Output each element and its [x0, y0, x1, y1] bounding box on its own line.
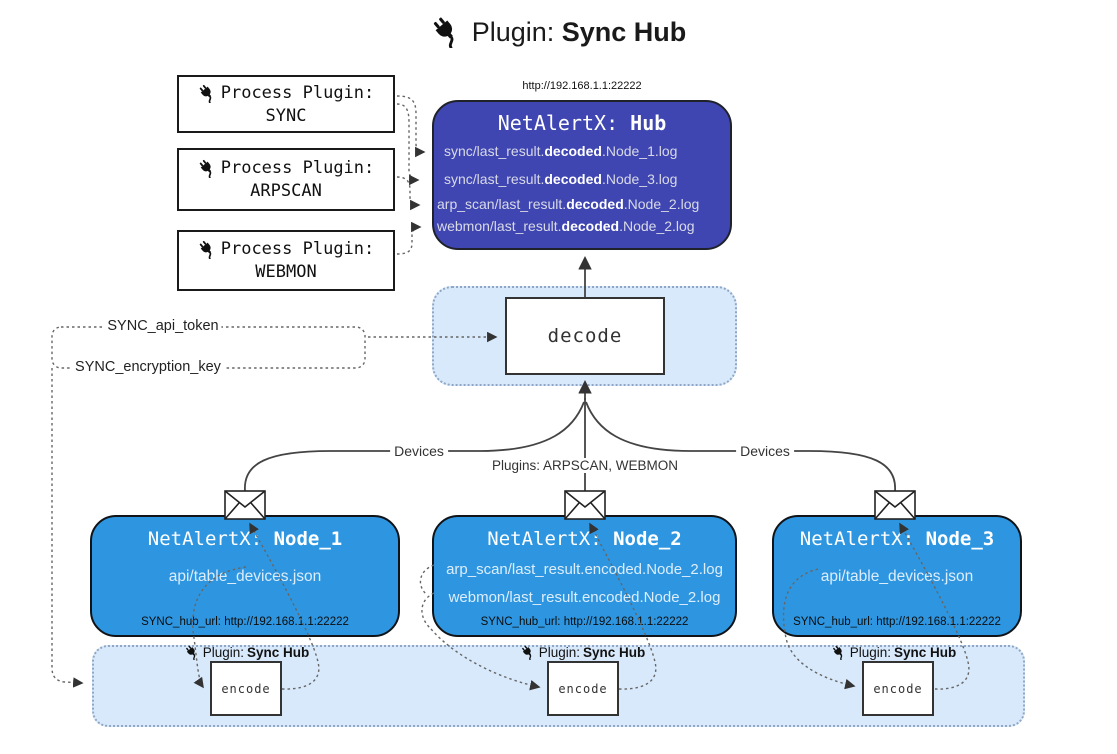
process-plugin-label: Process Plugin: — [220, 239, 375, 259]
hub-log-line: sync/last_result.decoded.Node_3.log — [444, 171, 678, 187]
encode-box-1: encode — [210, 661, 282, 716]
node-3-hub-url: SYNC_hub_url: http://192.168.1.1:22222 — [793, 616, 1001, 628]
electric-plug-icon — [198, 84, 217, 103]
hub-log-line: webmon/last_result.decoded.Node_2.log — [437, 218, 695, 234]
electric-plug-icon — [832, 645, 847, 660]
node-2-hub-url: SYNC_hub_url: http://192.168.1.1:22222 — [480, 616, 689, 628]
page-title: Plugin: Sync Hub — [0, 16, 1117, 48]
edge-label-devices-right: Devices — [736, 443, 794, 459]
process-plugin-name: WEBMON — [255, 262, 317, 282]
electric-plug-icon — [198, 240, 217, 259]
process-plugin-label: Process Plugin: — [220, 83, 375, 103]
node-3-title: NetAlertX: Node_3 — [799, 528, 995, 550]
process-plugin-name: SYNC — [265, 106, 307, 126]
wire-arpscan-to-log3 — [396, 176, 421, 211]
node-1-title: NetAlertX: Node_1 — [147, 528, 343, 550]
electric-plug-icon — [521, 645, 536, 660]
encode-box-2: encode — [547, 661, 619, 716]
process-plugin-arpscan: Process Plugin: ARPSCAN — [177, 148, 395, 211]
encoder-plugin-label-3: Plugin: Sync Hub — [832, 645, 956, 660]
node-2-file: arp_scan/last_result.encoded.Node_2.log — [446, 561, 723, 578]
hub-title: NetAlertX: Hub — [432, 111, 732, 135]
hub-log-line: sync/last_result.decoded.Node_1.log — [444, 143, 678, 159]
hub-title-name: Hub — [630, 111, 667, 135]
title-prefix: Plugin: — [471, 16, 555, 47]
wire-webmon-to-log4 — [396, 221, 422, 255]
encode-box-3: encode — [862, 661, 934, 716]
edge-label-devices-left: Devices — [390, 443, 448, 459]
electric-plug-icon — [198, 159, 217, 178]
wire-sync-to-log1 — [396, 95, 426, 158]
config-api-token-label: SYNC_api_token — [104, 318, 222, 334]
wire-sync-to-log2 — [396, 103, 420, 186]
encoder-plugin-label-1: Plugin: Sync Hub — [185, 645, 309, 660]
hub-box — [432, 100, 732, 250]
electric-plug-icon — [431, 16, 463, 48]
decode-box: decode — [505, 297, 665, 375]
encoder-plugin-label-2: Plugin: Sync Hub — [521, 645, 645, 660]
node-1-hub-url: SYNC_hub_url: http://192.168.1.1:22222 — [141, 616, 349, 628]
electric-plug-icon — [185, 645, 200, 660]
wire-config-to-encode-panel — [51, 368, 84, 688]
process-plugin-label: Process Plugin: — [220, 158, 375, 178]
page-title-text: Plugin: Sync Hub — [472, 17, 687, 48]
hub-log-line: arp_scan/last_result.decoded.Node_2.log — [437, 196, 700, 212]
hub-title-prefix: NetAlertX: — [497, 111, 619, 135]
node-2-box — [432, 515, 737, 637]
node-3-file: api/table_devices.json — [820, 568, 974, 585]
config-encryption-key-label: SYNC_encryption_key — [72, 359, 224, 375]
node-2-title: NetAlertX: Node_2 — [487, 528, 682, 550]
node-2-file: webmon/last_result.encoded.Node_2.log — [448, 589, 721, 606]
node-1-file: api/table_devices.json — [168, 568, 322, 585]
process-plugin-sync: Process Plugin: SYNC — [177, 75, 395, 133]
process-plugin-webmon: Process Plugin: WEBMON — [177, 230, 395, 291]
title-name: Sync Hub — [561, 16, 687, 47]
process-plugin-name: ARPSCAN — [250, 181, 322, 201]
hub-url-label: http://192.168.1.1:22222 — [522, 80, 642, 92]
edge-label-plugins-mid: Plugins: ARPSCAN, WEBMON — [487, 458, 683, 473]
